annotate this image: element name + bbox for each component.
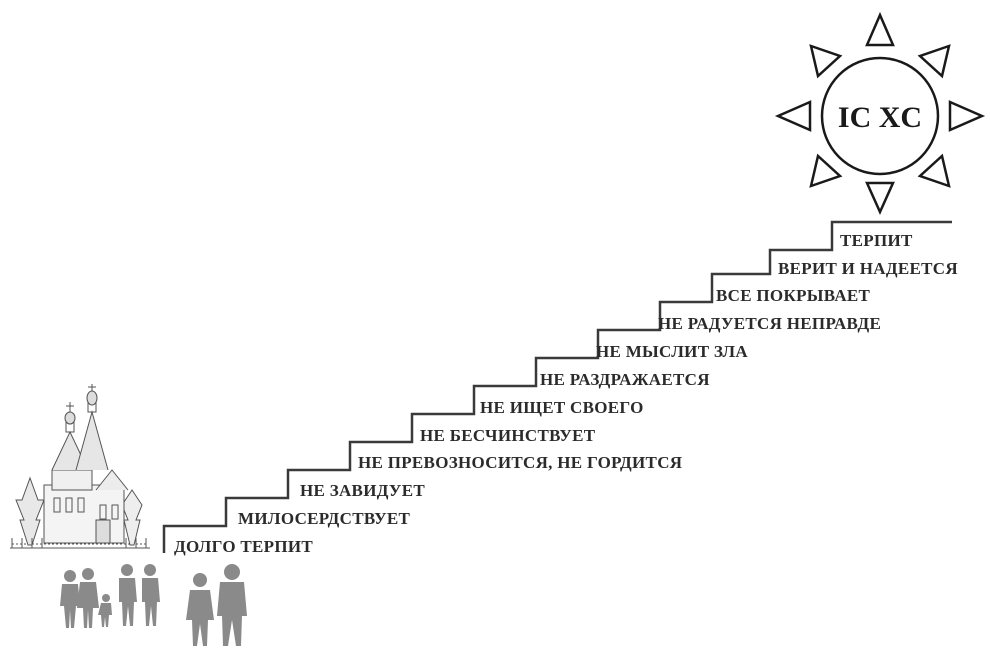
step-label-1: ДОЛГО ТЕРПИТ [174,537,313,556]
step-label-6: НЕ ИЩЕТ СВОЕГО [480,398,644,417]
sun-monogram: IC XC [838,101,922,134]
step-label-9: НЕ РАДУЕТСЯ НЕПРАВДЕ [658,314,881,333]
sun-ray-top-left [809,44,843,79]
sun-ray-bottom-left [809,153,843,188]
step-label-11: ВЕРИТ И НАДЕЕТСЯ [778,259,958,278]
step-label-10: ВСЕ ПОКРЫВАЕТ [716,286,871,305]
step-label-2: МИЛОСЕРДСТВУЕТ [238,509,411,528]
sun-emblem [774,11,986,216]
sun-ray-top [865,11,895,47]
sun-ray-left [774,100,812,132]
sun-circle [820,56,940,176]
sun-ray-right [948,100,986,132]
step-labels: ДОЛГО ТЕРПИТ МИЛОСЕРДСТВУЕТ НЕ ЗАВИДУЕТ … [174,231,958,556]
step-label-7: НЕ РАЗДРАЖАЕТСЯ [540,370,710,389]
sun-ray-bottom [865,181,895,216]
step-label-5: НЕ БЕСЧИНСТВУЕТ [420,426,596,445]
step-label-12: ТЕРПИТ [840,231,913,250]
sun-ray-top-right [917,44,951,79]
step-label-4: НЕ ПРЕВОЗНОСИТСЯ, НЕ ГОРДИТСЯ [358,453,682,472]
people-silhouettes [60,564,247,646]
step-label-8: НЕ МЫСЛИТ ЗЛА [596,342,748,361]
church-illustration [10,384,150,549]
step-label-3: НЕ ЗАВИДУЕТ [300,481,425,500]
staircase-line [162,220,952,553]
sun-ray-bottom-right [917,153,951,188]
